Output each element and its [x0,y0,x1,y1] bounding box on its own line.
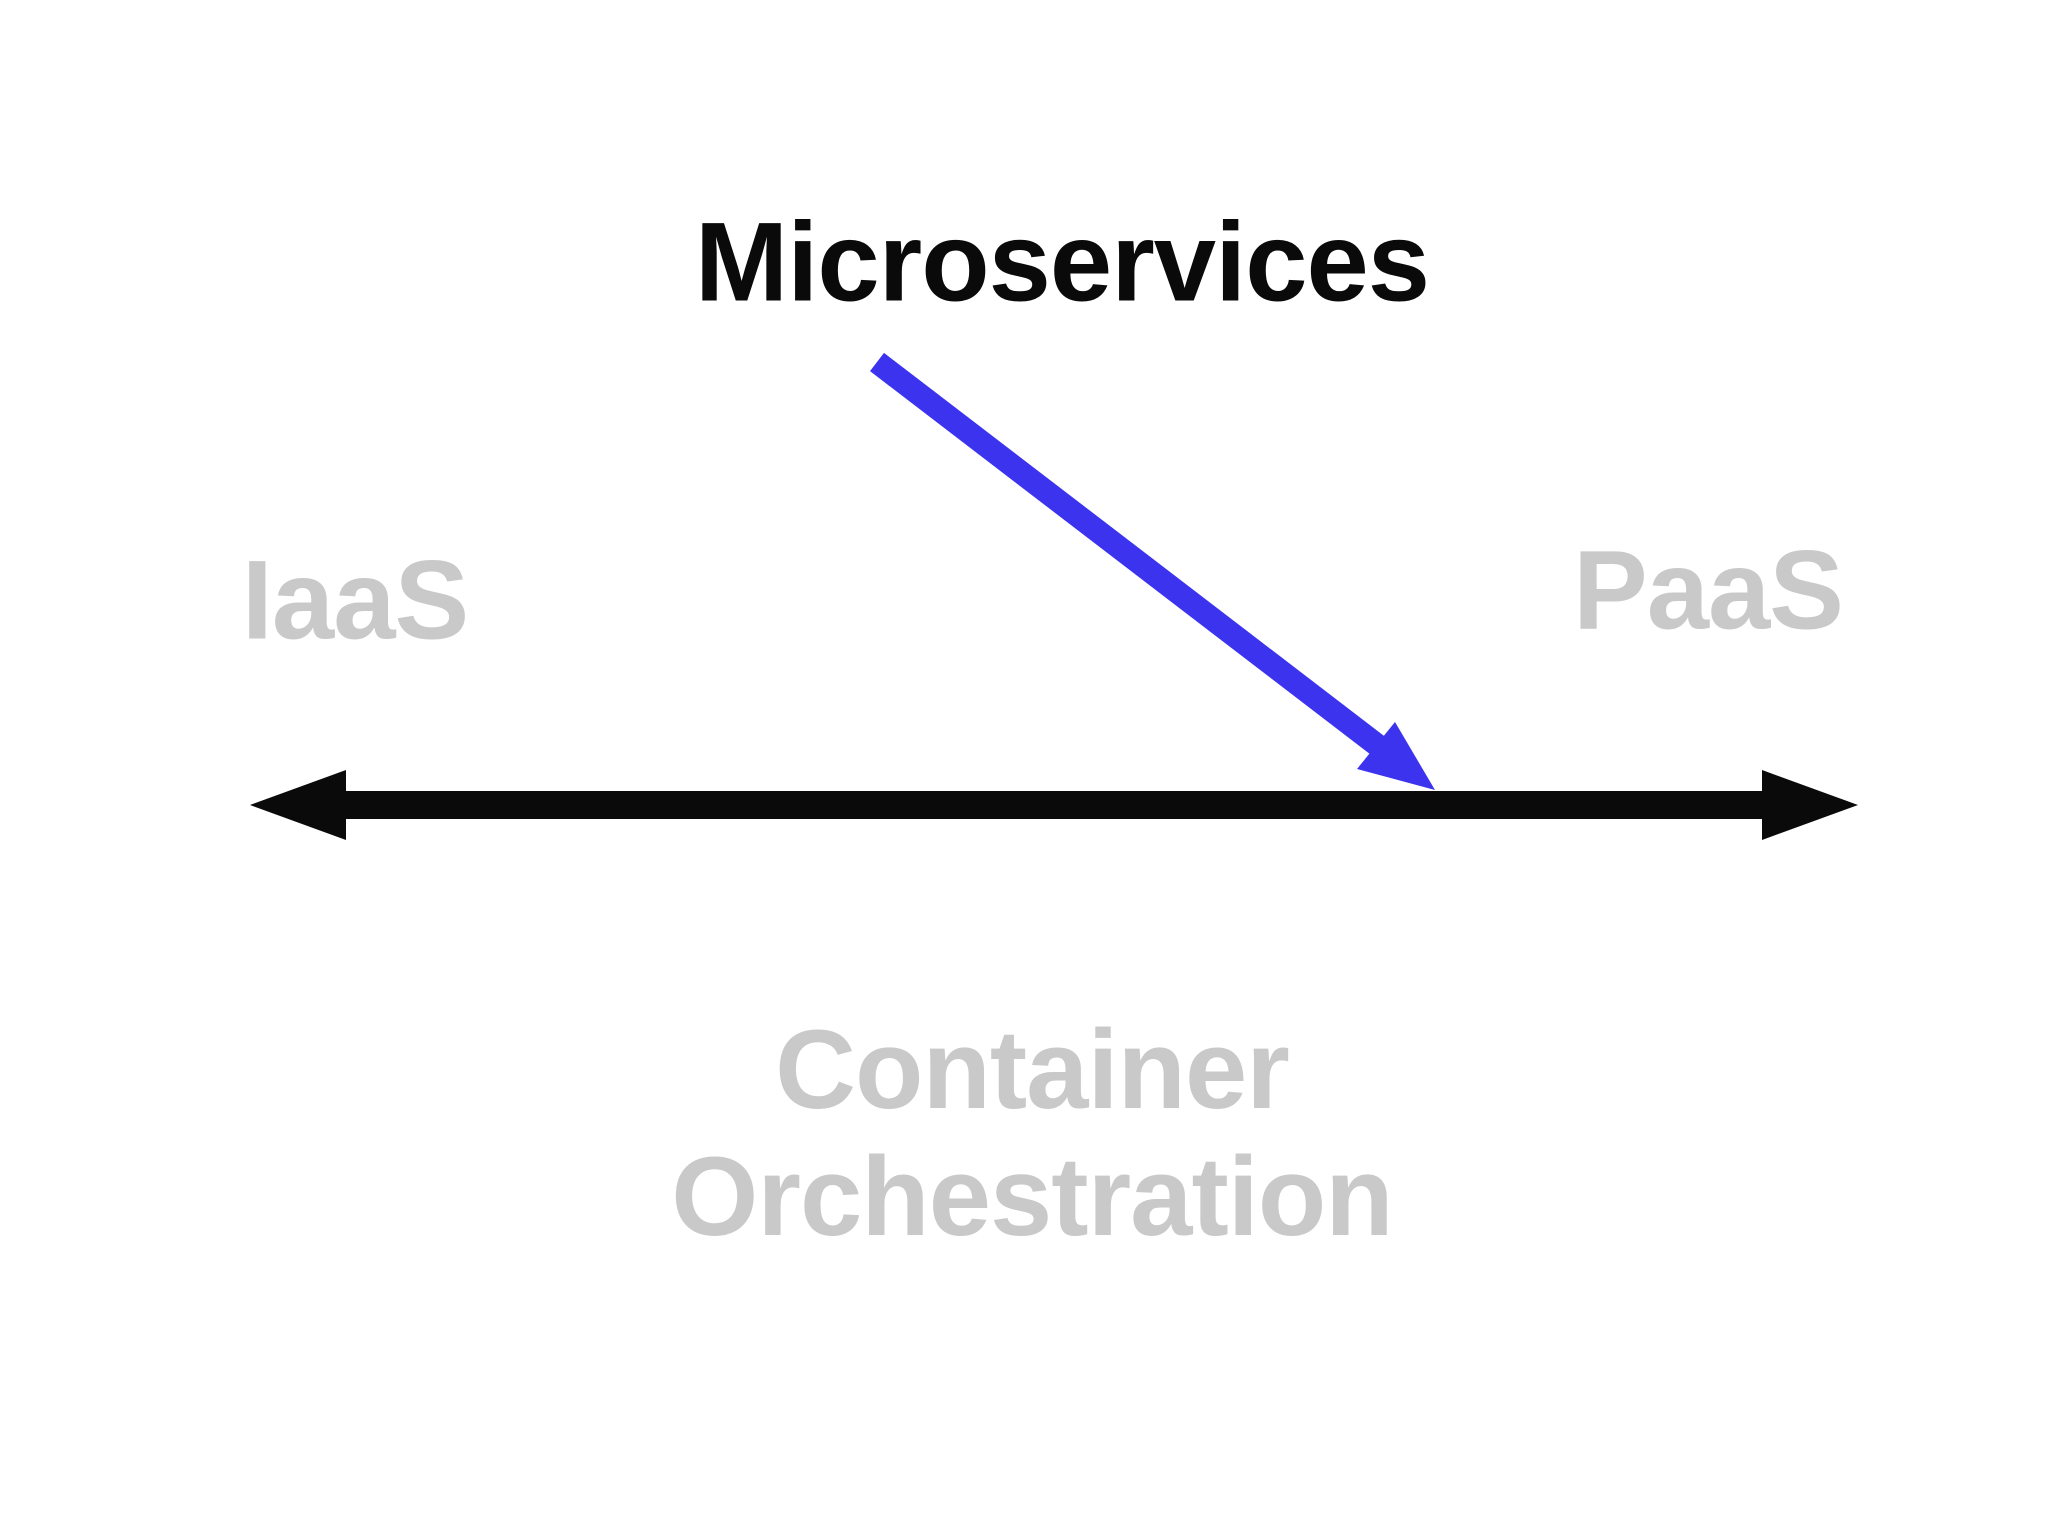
paas-label: PaaS [1573,527,1844,653]
title-microservices: Microservices [694,199,1430,325]
pointer-shaft [870,352,1384,755]
microservices-pointer-arrow [870,352,1435,790]
axis-right-arrowhead-icon [1762,770,1858,840]
axis-double-arrow [250,770,1858,840]
container-orchestration-label: Container Orchestration [671,1006,1393,1260]
container-orchestration-line2: Orchestration [671,1134,1393,1259]
axis-shaft [340,791,1766,819]
container-orchestration-line1: Container [775,1007,1290,1132]
iaas-label: IaaS [241,537,469,663]
pointer-arrowhead-icon [1357,722,1435,790]
axis-left-arrowhead-icon [250,770,346,840]
